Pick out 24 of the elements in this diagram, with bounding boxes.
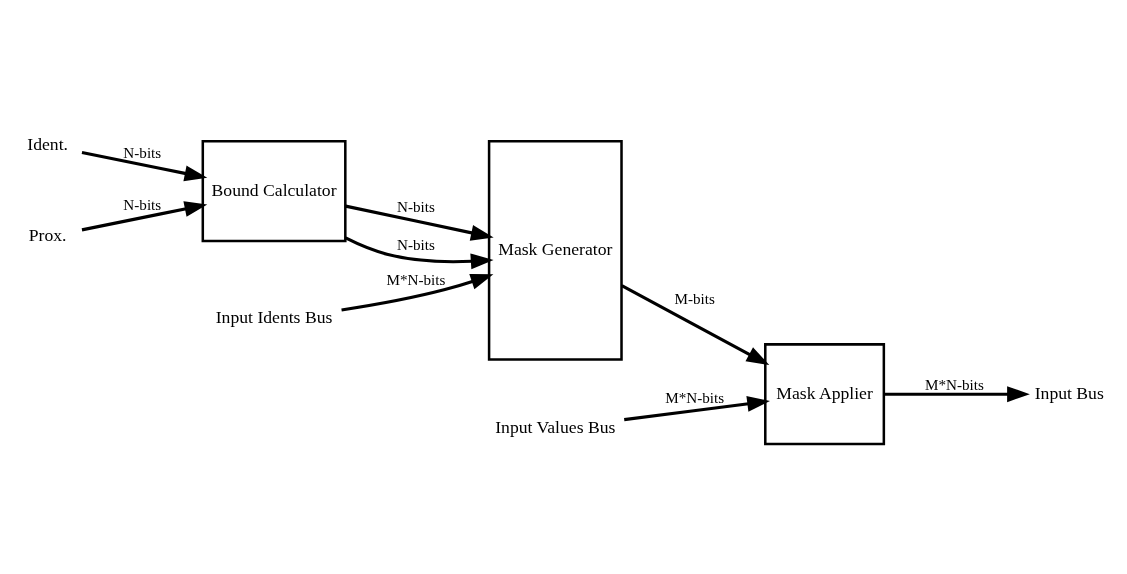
edge-label: M*N-bits	[665, 389, 725, 406]
node-text: Input Idents Bus	[215, 307, 333, 328]
arrow	[621, 284, 770, 366]
edge-label: M-bits	[674, 291, 715, 308]
node-box: Bound Calculator	[201, 140, 347, 243]
arrow	[884, 386, 1030, 403]
arrow	[345, 204, 494, 241]
node-text: Input Bus	[1034, 382, 1104, 403]
node-text: Prox.	[28, 225, 67, 246]
edge-label: M*N-bits	[925, 376, 984, 393]
arrow	[341, 274, 494, 312]
edge-label: N-bits	[397, 199, 435, 216]
node-text: Input Values Bus	[495, 416, 616, 437]
arrow	[81, 150, 208, 182]
arrow	[344, 236, 494, 270]
node-box: Mask Applier	[764, 343, 886, 446]
edge-label: N-bits	[123, 144, 162, 161]
edge-label: N-bits	[397, 236, 435, 253]
node-box: Mask Generator	[487, 140, 623, 361]
edge-label: N-bits	[123, 196, 162, 213]
arrow	[81, 201, 208, 232]
arrow	[624, 396, 770, 422]
edge-label: M*N-bits	[386, 272, 446, 289]
node-text: Ident.	[27, 134, 68, 155]
